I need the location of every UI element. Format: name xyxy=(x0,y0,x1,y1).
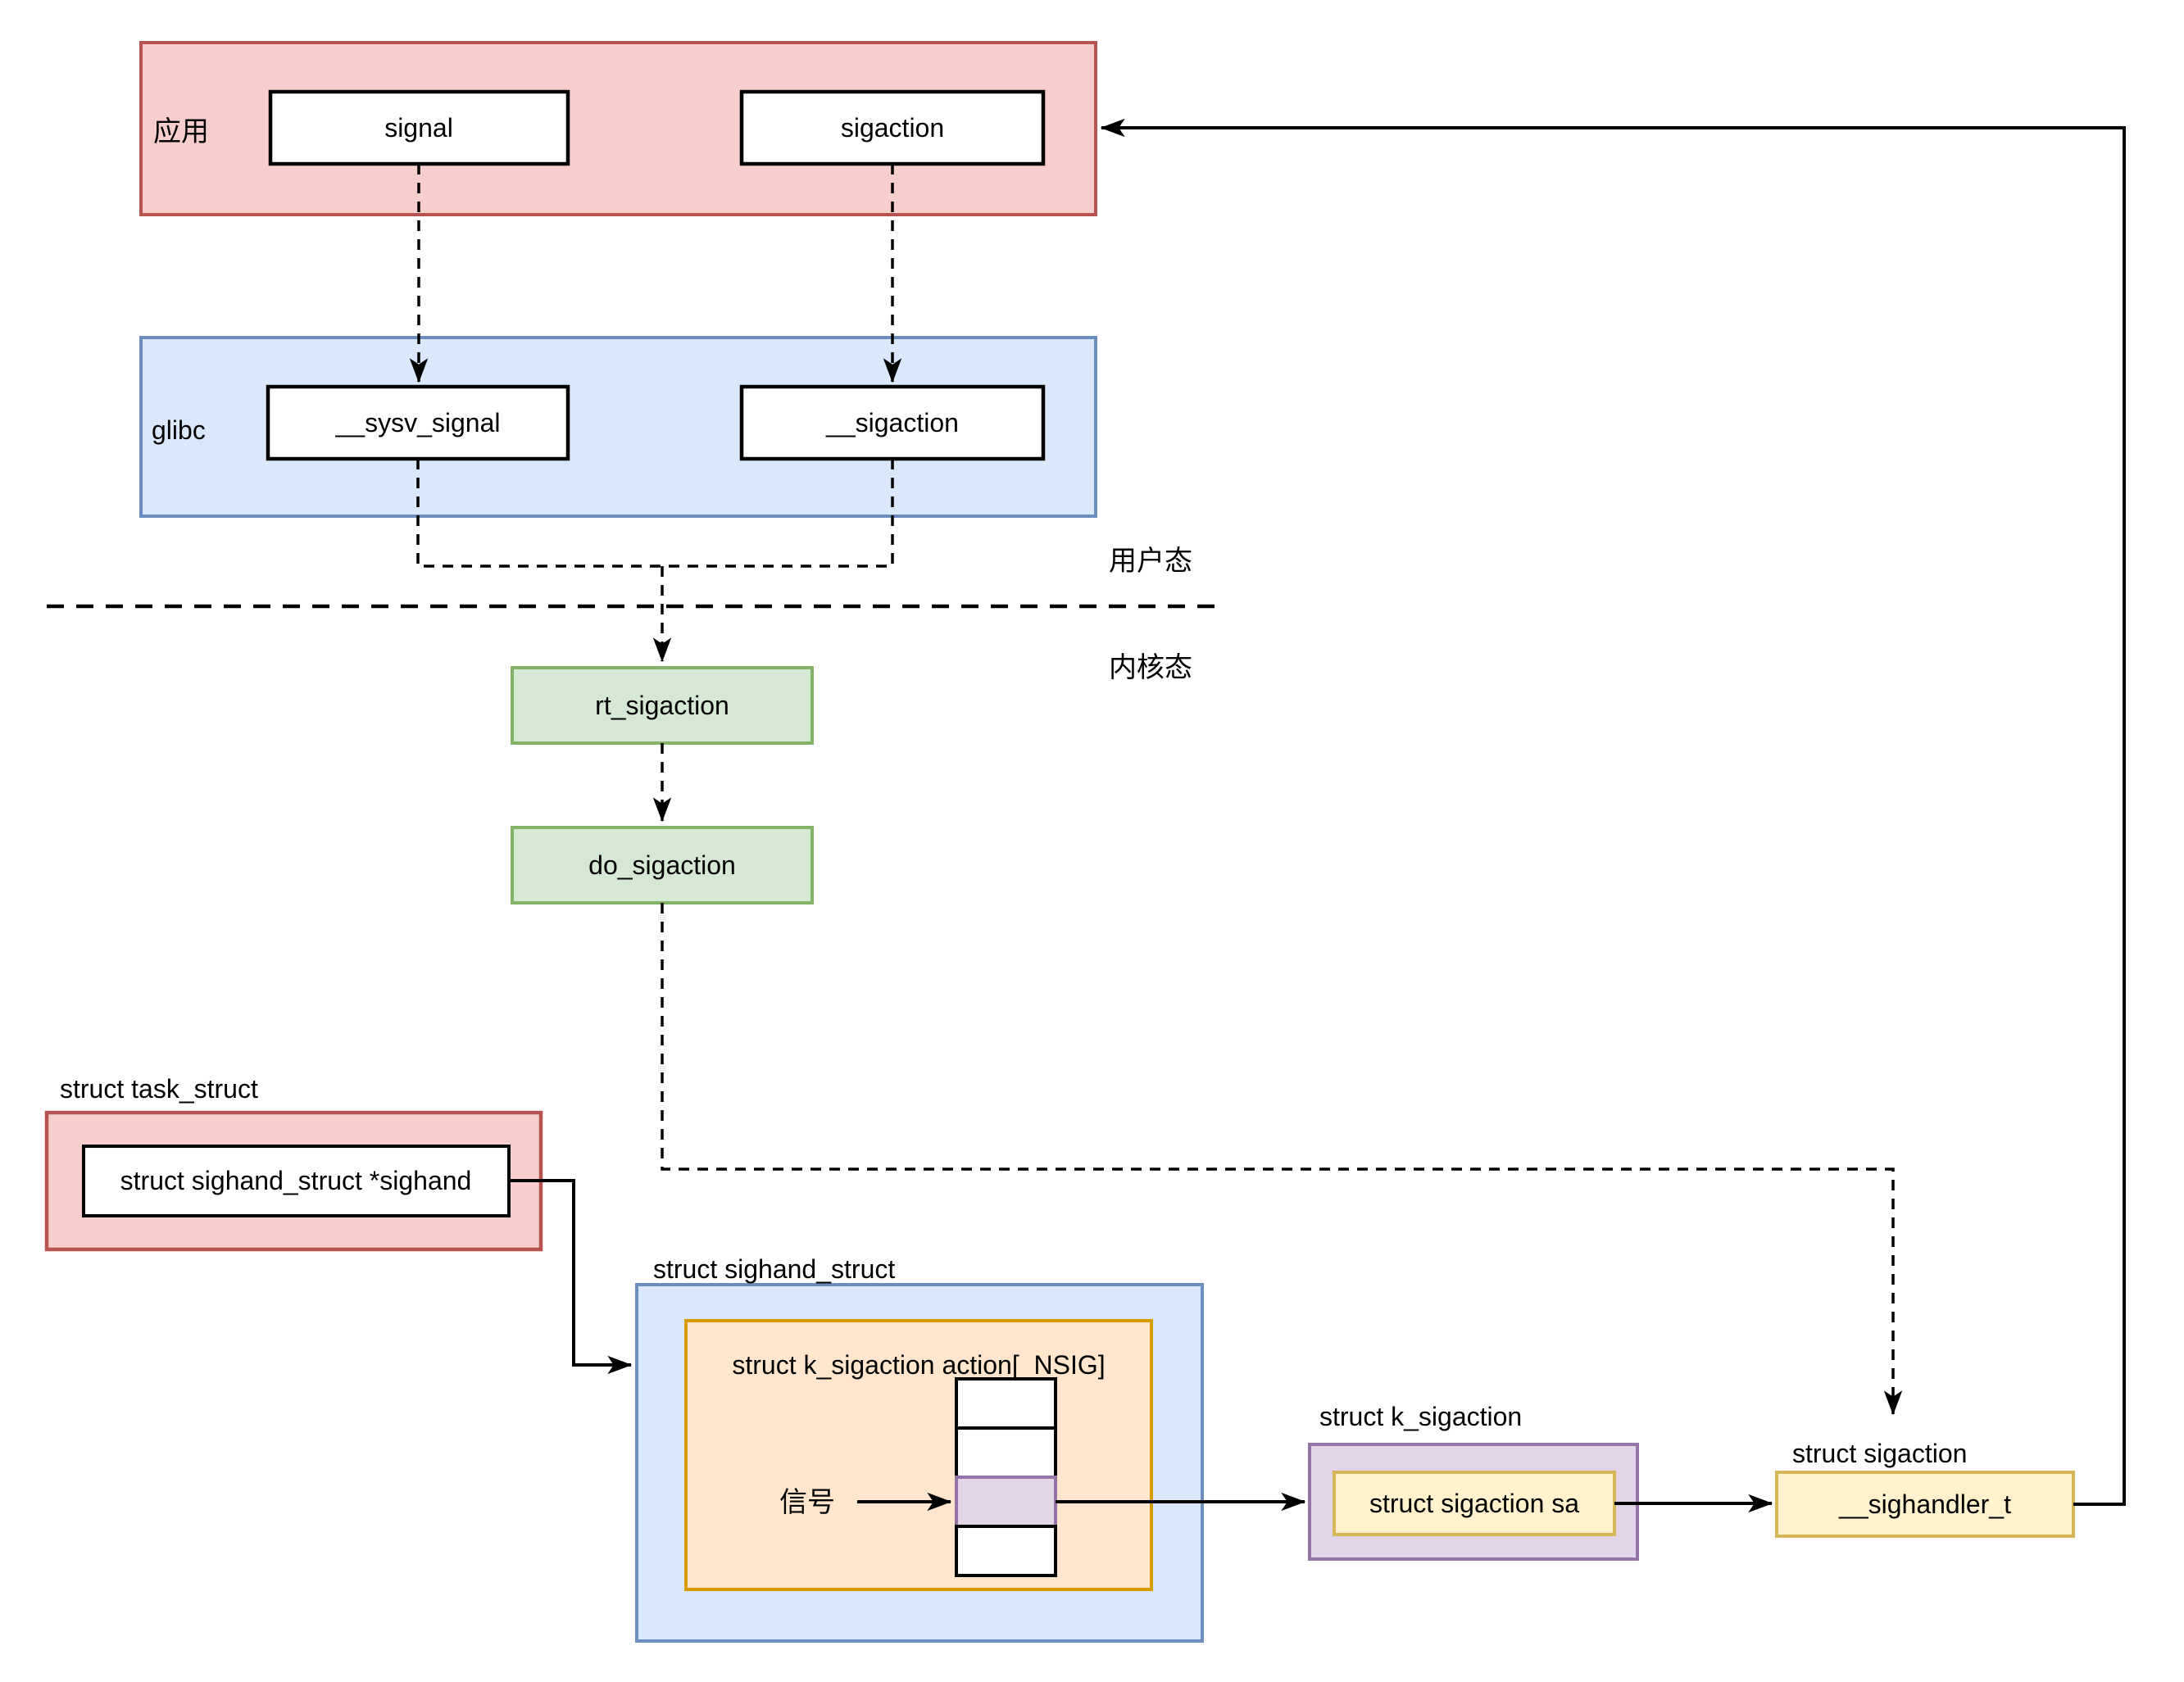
glibc-layer-label: glibc xyxy=(152,415,206,445)
edge-sighandler-t-to-app xyxy=(1100,118,2126,1506)
sighand-pointer-box xyxy=(82,1145,511,1217)
kernel-mode-label: 内核态 xyxy=(1109,651,1192,684)
signal-node-label: signal xyxy=(384,113,453,143)
edge-do-sigaction-to-struct-sigaction xyxy=(661,903,1903,1416)
sigaction-node-box xyxy=(739,89,1046,166)
rt-sigaction-node-label: rt_sigaction xyxy=(595,691,729,720)
user-mode-label: 用户态 xyxy=(1109,545,1192,578)
action-array-cell-0 xyxy=(955,1377,1057,1430)
sigaction-struct-title: struct sigaction xyxy=(1792,1439,1967,1468)
sigaction-node-label: sigaction xyxy=(841,113,944,143)
sighand-struct-title: struct sighand_struct xyxy=(653,1254,895,1284)
glibc-sigaction-node-box xyxy=(739,384,1046,461)
glibc-sigaction-node-label: __sigaction xyxy=(825,408,959,438)
action-array-cell-3 xyxy=(955,1525,1057,1577)
action-array-cell-selected xyxy=(955,1476,1057,1528)
sighand-pointer-label: struct sighand_struct *sighand xyxy=(120,1166,472,1195)
action-array-cell-1 xyxy=(955,1426,1057,1479)
do-sigaction-node-box xyxy=(511,826,814,904)
do-sigaction-node-label: do_sigaction xyxy=(588,850,736,880)
app-layer-label: 应用 xyxy=(153,116,209,148)
action-array-label: struct k_sigaction action[_NSIG] xyxy=(732,1350,1105,1380)
edge-sighand-pointer-to-sighand-struct xyxy=(509,1179,633,1375)
sigaction-sa-box xyxy=(1333,1471,1616,1536)
sigaction-sa-label: struct sigaction sa xyxy=(1369,1489,1579,1518)
sysv-signal-node-label: __sysv_signal xyxy=(335,408,501,438)
k-sigaction-title: struct k_sigaction xyxy=(1319,1402,1522,1431)
sighandler-t-label: __sighandler_t xyxy=(1838,1489,2011,1519)
signal-index-label: 信号 xyxy=(779,1486,835,1519)
action-array-box xyxy=(684,1319,1153,1591)
edge-glibc-merge xyxy=(416,459,894,568)
task-struct-title: struct task_struct xyxy=(60,1074,258,1104)
